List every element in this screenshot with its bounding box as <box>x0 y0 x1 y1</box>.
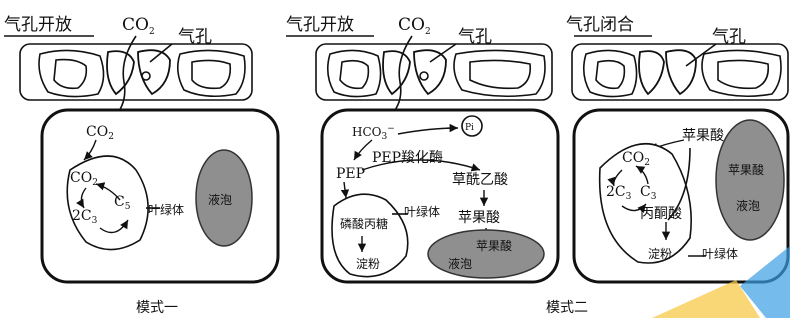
panel-3: 气孔闭合 气孔 苹果酸 CO2 2C3 C3 丙酮酸 淀粉 叶绿体 <box>566 15 790 318</box>
panel2-stoma-pointer <box>429 43 457 63</box>
panel3-c5: C3 <box>640 184 657 202</box>
panel1-stoma-label: 气孔 <box>178 27 212 47</box>
panel3-malate2: 苹果酸 <box>728 162 764 177</box>
panel1-chloroplast-label: 叶绿体 <box>148 202 184 217</box>
panel2-pep: PEP <box>336 166 365 182</box>
panel2-malate1: 苹果酸 <box>458 210 500 226</box>
panel3-chloroplast-label: 叶绿体 <box>702 246 738 261</box>
panel2-starch: 淀粉 <box>356 257 380 271</box>
panel2-vacuole-label: 液泡 <box>448 256 472 271</box>
watermark-blue-shape <box>740 246 790 318</box>
panel3-stoma-label: 气孔 <box>712 27 746 47</box>
panel3-c3: 2C3 <box>606 184 632 202</box>
panel1-co2-chloro: CO2 <box>70 170 98 188</box>
panel2-enzyme: PEP羧化酶 <box>372 150 443 166</box>
panel2-co2-top: CO2 <box>398 15 431 37</box>
panel3-guard-cell-left <box>638 50 665 96</box>
panel2-epidermis <box>315 43 553 101</box>
panel2-caption: 模式二 <box>546 300 588 316</box>
panel3-starch: 淀粉 <box>648 247 672 261</box>
panel3-malate-to-pyruvate <box>667 147 691 221</box>
panel3-state-label: 气孔闭合 <box>566 15 634 35</box>
panel-2: 气孔开放 CO2 气孔 HCO3− Pi PEP羧化酶 PEP 草酰乙酸 苹果酸 <box>286 15 588 316</box>
panel1-stoma-pointer <box>149 43 173 63</box>
panel3-pyruvate: 丙酮酸 <box>640 206 682 222</box>
panel2-guard-cell-right <box>413 49 447 96</box>
panel2-stoma-label: 气孔 <box>458 27 492 47</box>
panel2-chloroplast <box>331 193 409 278</box>
panel1-cycle-arrow-2 <box>99 219 129 234</box>
panel2-state-label: 气孔开放 <box>286 15 354 35</box>
panel-1: 气孔开放 CO2 气孔 CO2 CO2 2C3 C5 叶绿体 <box>4 15 280 316</box>
panel1-state-label: 气孔开放 <box>4 15 72 35</box>
panel1-guard-cell-left <box>106 50 135 96</box>
panel1-vacuole-label: 液泡 <box>208 192 232 207</box>
panel1-co2-in: CO2 <box>86 124 114 142</box>
panel3-epidermis <box>571 43 789 101</box>
panel1-guard-cell-right <box>137 49 171 96</box>
panel1-stoma-pore <box>141 71 151 81</box>
panel2-pi-circle <box>461 115 483 137</box>
panel1-cycle-arrow-1 <box>76 187 87 209</box>
panel2-triose: 磷酸丙糖 <box>340 216 388 231</box>
panel1-caption: 模式一 <box>136 300 178 316</box>
panel2-oaa: 草酰乙酸 <box>452 172 508 188</box>
panel1-c5: C5 <box>114 194 131 212</box>
panel2-arrow-pep-up <box>340 181 350 199</box>
panel3-malate1: 苹果酸 <box>682 128 724 144</box>
panel3-cycle-arrow-1 <box>607 169 623 187</box>
panel2-stoma-pore <box>419 71 429 81</box>
panel3-vacuole <box>715 119 785 241</box>
panel3-cycle-arrow-3 <box>635 165 649 185</box>
panel1-cycle-arrow-3 <box>95 182 121 201</box>
panel2-vacuole <box>427 229 545 279</box>
panel2-pi: Pi <box>465 123 474 133</box>
panel1-co2-top: CO2 <box>122 15 155 37</box>
panel2-arrow-enzyme <box>361 159 481 172</box>
panel3-guard-cell-right <box>665 49 697 96</box>
panel2-malate2: 苹果酸 <box>476 238 512 253</box>
panel2-guard-cell-left <box>382 50 411 96</box>
panel1-epidermis <box>19 43 253 101</box>
panel1-c3: 2C3 <box>72 208 98 226</box>
panel3-stoma-pointer <box>685 43 717 67</box>
watermark-yellow-shape <box>652 280 760 318</box>
panel3-cycle-arrow-2 <box>621 203 647 214</box>
panel3-co2: CO2 <box>622 150 650 168</box>
panel2-chloroplast-label: 叶绿体 <box>404 204 440 219</box>
panel3-vacuole-label: 液泡 <box>736 198 760 213</box>
panel2-hco3: HCO3− <box>352 124 395 142</box>
panel2-arrow-pi <box>397 123 459 135</box>
panel1-arrow-co2 <box>83 139 97 161</box>
panel1-vacuole <box>195 149 253 247</box>
panel2-arrow-hco3-down <box>353 139 373 161</box>
